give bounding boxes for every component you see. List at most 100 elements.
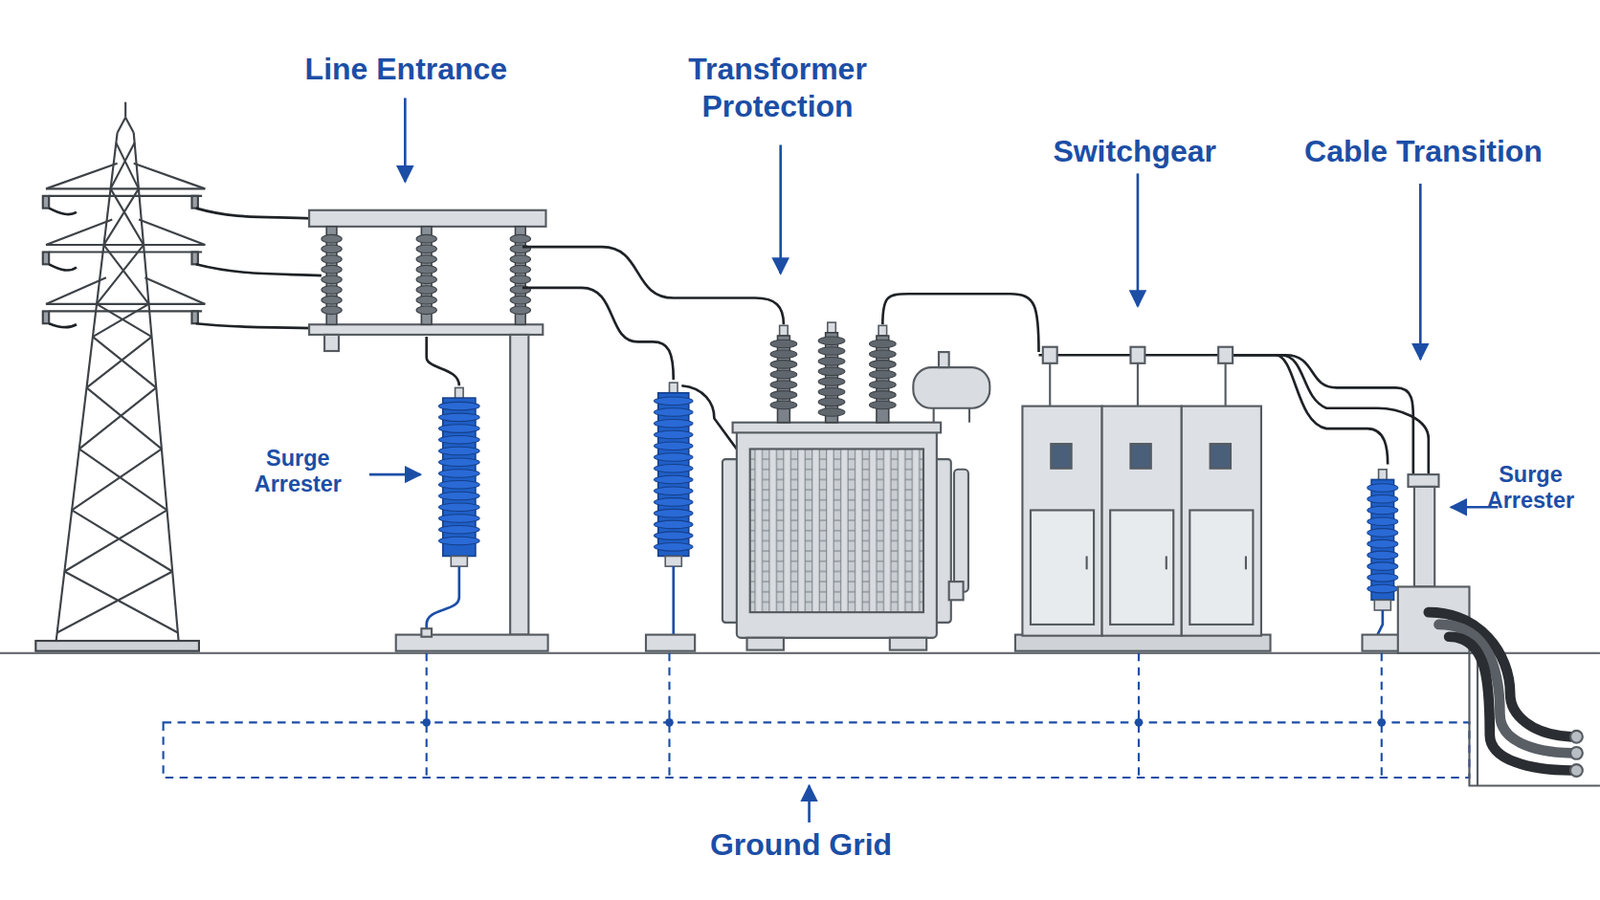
bus-conductor [882, 293, 1039, 353]
overhead-conductor [48, 208, 322, 330]
overhead-conductor [196, 208, 312, 220]
transformer-bushing [868, 380, 896, 390]
transformer-bushing [868, 339, 896, 349]
arrester-base [421, 628, 432, 638]
bus-conductor [522, 288, 674, 380]
transformer-bushing [868, 391, 896, 400]
overhead-conductor [48, 208, 77, 215]
transformer-bushing [770, 391, 798, 400]
switchgear-cabinet [1244, 555, 1247, 570]
cable-termination [1414, 487, 1435, 588]
post-insulator [321, 286, 342, 295]
post-insulator [321, 226, 532, 325]
post-insulator [510, 306, 531, 315]
surge-arrester [653, 520, 693, 530]
surge-arrester [653, 475, 693, 485]
leader-arrow [403, 97, 407, 181]
line-entrance-structure [324, 334, 339, 352]
switchgear-cabinet [1015, 406, 1271, 652]
power-transformer [747, 638, 784, 651]
tower-insulator [191, 252, 198, 266]
surge-arrester [1367, 484, 1399, 493]
tower-insulator [43, 311, 49, 324]
line-entrance-structure [309, 210, 549, 652]
leader-arrow [778, 144, 782, 273]
transformer-bushing [818, 377, 845, 387]
leader-arrow [369, 473, 421, 477]
post-insulator [416, 306, 437, 315]
switchgear-cabinet [1022, 406, 1102, 637]
surge-arrester [1367, 506, 1399, 515]
power-transformer [954, 469, 969, 593]
switchgear-cabinet [1102, 406, 1182, 637]
surge-arrester [439, 458, 481, 467]
grid-node [1134, 718, 1144, 728]
power-transformer [933, 408, 935, 423]
arrester-ground-lead [426, 566, 460, 635]
transmission-tower [125, 117, 134, 134]
surge-arrester [439, 469, 481, 479]
callout-label: Surge Arrester [1468, 461, 1592, 515]
surge-arrester [1367, 562, 1399, 572]
post-insulator [321, 295, 342, 305]
switchgear-cabinet [1130, 444, 1151, 469]
power-transformer [949, 581, 964, 600]
post-insulator [416, 295, 437, 305]
power-transformer [968, 408, 971, 423]
ground-line [0, 652, 1600, 655]
surge-arrester [1374, 600, 1391, 611]
grid-node [665, 718, 674, 728]
surge-arrester [439, 536, 481, 546]
arrester-ground-lead [1377, 610, 1383, 636]
transmission-tower [35, 641, 200, 652]
leader-arrow [807, 786, 811, 823]
underground-cable [1438, 624, 1572, 754]
leader-arrow [369, 97, 1498, 823]
transformer-bushing [770, 400, 798, 410]
surge-arrester [439, 436, 481, 445]
switchgear-cabinet [1210, 444, 1231, 469]
surge-arrester [665, 555, 682, 567]
surge-arrester [653, 430, 693, 440]
surge-arrester [439, 424, 481, 434]
overhead-conductor [196, 323, 322, 329]
surge-arrester [653, 453, 693, 463]
power-transformer [912, 367, 990, 409]
transformer-bushing [818, 408, 845, 418]
post-insulator [416, 255, 437, 265]
surge-arrester [653, 532, 693, 541]
callout-label: Switchgear [1001, 133, 1267, 170]
ground-grid [163, 722, 1470, 778]
surge-arrester [439, 481, 481, 490]
switchgear-cabinet [1086, 555, 1089, 570]
grid-node [422, 718, 1386, 728]
line-entrance-structure [396, 635, 549, 652]
bus-conductor [426, 336, 460, 386]
bus-conductor [681, 385, 737, 449]
overhead-conductor [48, 264, 77, 270]
underground-cable [1570, 731, 1583, 744]
line-entrance-structure [309, 324, 543, 335]
transformer-bushing [868, 360, 896, 370]
post-insulator [321, 244, 342, 254]
underground-cable [1570, 764, 1583, 778]
post-insulator [510, 255, 531, 265]
post-insulator [416, 234, 437, 244]
post-insulator [510, 265, 531, 274]
surge-arrester [1367, 529, 1399, 538]
bus-joint [1043, 347, 1233, 407]
power-transformer [733, 422, 942, 434]
line-entrance-structure [510, 334, 529, 636]
switchgear-cabinet [1165, 555, 1168, 570]
transformer-bushing [779, 325, 789, 336]
switchgear-cabinet [1181, 406, 1262, 637]
transformer-bushing [818, 356, 845, 366]
surge-arrester [439, 401, 481, 411]
transmission-tower [45, 163, 205, 305]
callout-label: Line Entrance [252, 50, 559, 88]
ground-grid [1380, 653, 1383, 778]
surge-arrester [653, 543, 693, 553]
switchgear-cabinet [1015, 635, 1271, 652]
surge-arrester [653, 487, 693, 496]
